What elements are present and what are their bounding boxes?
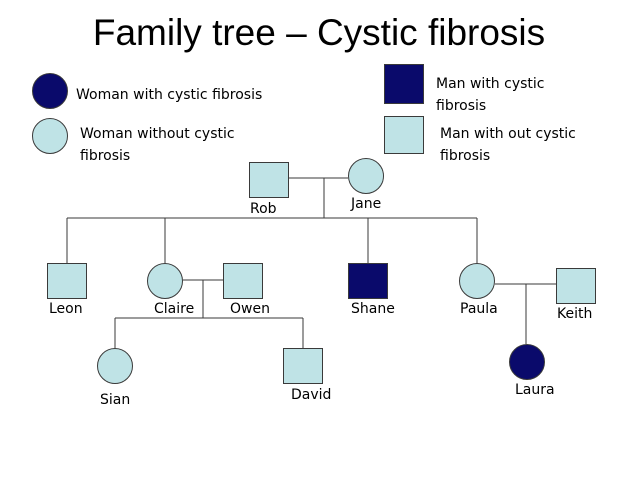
person-laura-label: Laura	[515, 382, 555, 398]
person-keith-label: Keith	[557, 306, 593, 322]
legend-woman-unaffected-label: Woman without cystic fibrosis	[80, 126, 235, 164]
person-owen-symbol	[223, 263, 263, 299]
legend-man-affected-label: Man with cystic fibrosis	[436, 76, 545, 114]
person-david-label: David	[291, 387, 332, 403]
person-owen-label: Owen	[230, 301, 270, 317]
person-laura-symbol	[509, 344, 545, 380]
person-rob-label: Rob	[250, 201, 277, 217]
legend-woman-affected-label: Woman with cystic fibrosis	[76, 87, 263, 103]
legend-woman-unaffected-symbol	[32, 118, 68, 154]
person-shane-label: Shane	[351, 301, 395, 317]
person-paula-label: Paula	[460, 301, 498, 317]
page-title: Family tree – Cystic fibrosis	[92, 12, 546, 53]
person-shane-symbol	[348, 263, 388, 299]
person-jane-label: Jane	[351, 196, 382, 212]
person-claire-label: Claire	[154, 301, 195, 317]
person-leon-label: Leon	[49, 301, 83, 317]
person-david-symbol	[283, 348, 323, 384]
person-keith-symbol	[556, 268, 596, 304]
person-rob-symbol	[249, 162, 289, 198]
person-sian-label: Sian	[100, 392, 131, 408]
person-claire-symbol	[147, 263, 183, 299]
legend-man-unaffected-symbol	[384, 116, 424, 154]
legend-man-affected-symbol	[384, 64, 424, 104]
legend-woman-affected-symbol	[32, 73, 68, 109]
person-leon-symbol	[47, 263, 87, 299]
person-sian-symbol	[97, 348, 133, 384]
legend-man-unaffected-label: Man with out cystic fibrosis	[440, 126, 576, 164]
person-paula-symbol	[459, 263, 495, 299]
person-jane-symbol	[348, 158, 384, 194]
